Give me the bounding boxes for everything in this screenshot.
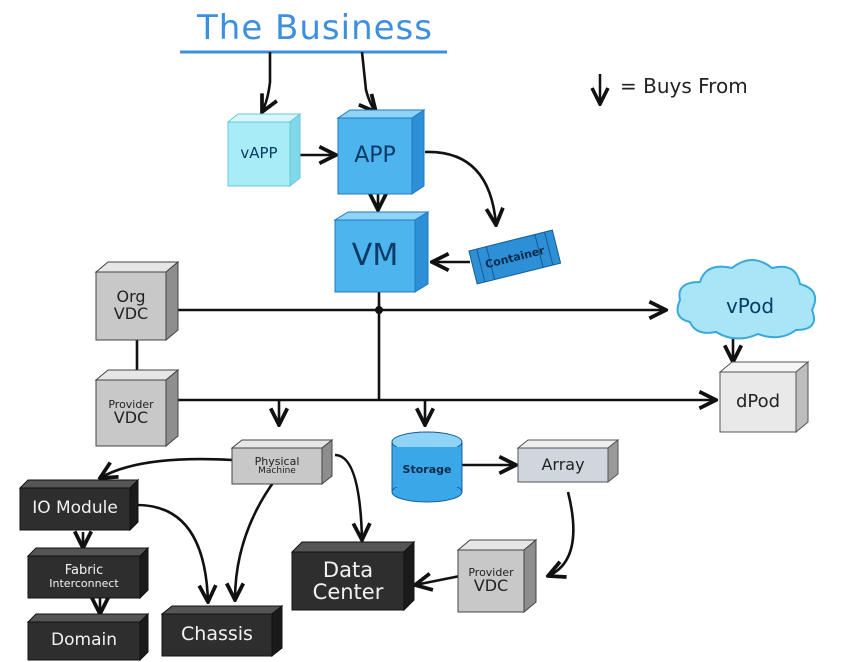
vm-cube [333, 211, 430, 293]
container-shape [468, 229, 562, 285]
fabric-interconnect-box [26, 546, 150, 600]
edge-iomodule-chassis [136, 503, 208, 602]
vpod-cloud [676, 259, 816, 340]
edge-app-container [424, 150, 496, 225]
app-cube [336, 109, 426, 195]
edge-physical-datacenter [334, 453, 362, 540]
edge-business-app [362, 51, 376, 112]
io-module-box [18, 478, 140, 532]
edge-business-vapp [262, 52, 270, 112]
legend-label: = Buys From [620, 74, 748, 98]
array-box [516, 438, 620, 484]
vapp-cube [226, 112, 302, 188]
org-vdc-box [94, 260, 180, 342]
physical-machine-box [230, 438, 334, 486]
dpod-box [718, 360, 810, 434]
provider-vdc-box [94, 368, 180, 448]
domain-box [26, 612, 150, 662]
edge-providervdc2-datacenter [415, 576, 461, 585]
edge-array-providervdc2 [548, 491, 575, 576]
provider-vdc-2-box [456, 538, 538, 614]
storage-cylinder [391, 431, 463, 503]
edge-physical-iomodule [100, 457, 233, 478]
chassis-box [160, 604, 284, 658]
page-title: The Business [197, 8, 433, 48]
data-center-box [290, 540, 416, 612]
edge-physical-chassis [235, 479, 277, 600]
